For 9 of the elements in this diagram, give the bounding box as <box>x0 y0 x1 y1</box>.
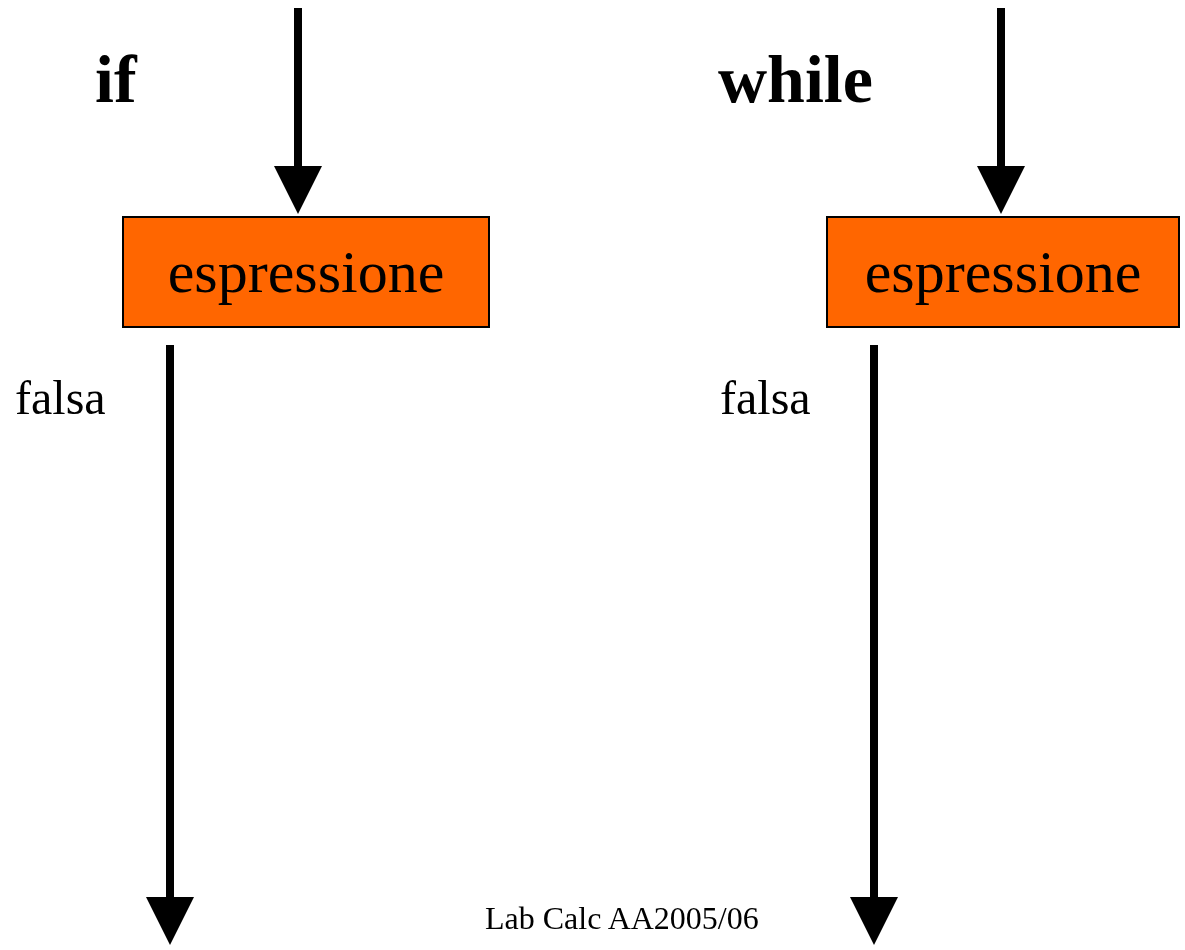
keyword-heading: while <box>718 40 873 119</box>
keyword-heading: if <box>95 40 137 119</box>
edge-label: falsa <box>15 370 106 425</box>
edge-label: falsa <box>720 370 811 425</box>
footer-text: Lab Calc AA2005/06 <box>485 900 759 937</box>
process-box <box>826 216 1180 328</box>
box-text: espressione <box>167 237 445 307</box>
process-box <box>122 216 490 328</box>
box-text: espressione <box>864 237 1142 307</box>
